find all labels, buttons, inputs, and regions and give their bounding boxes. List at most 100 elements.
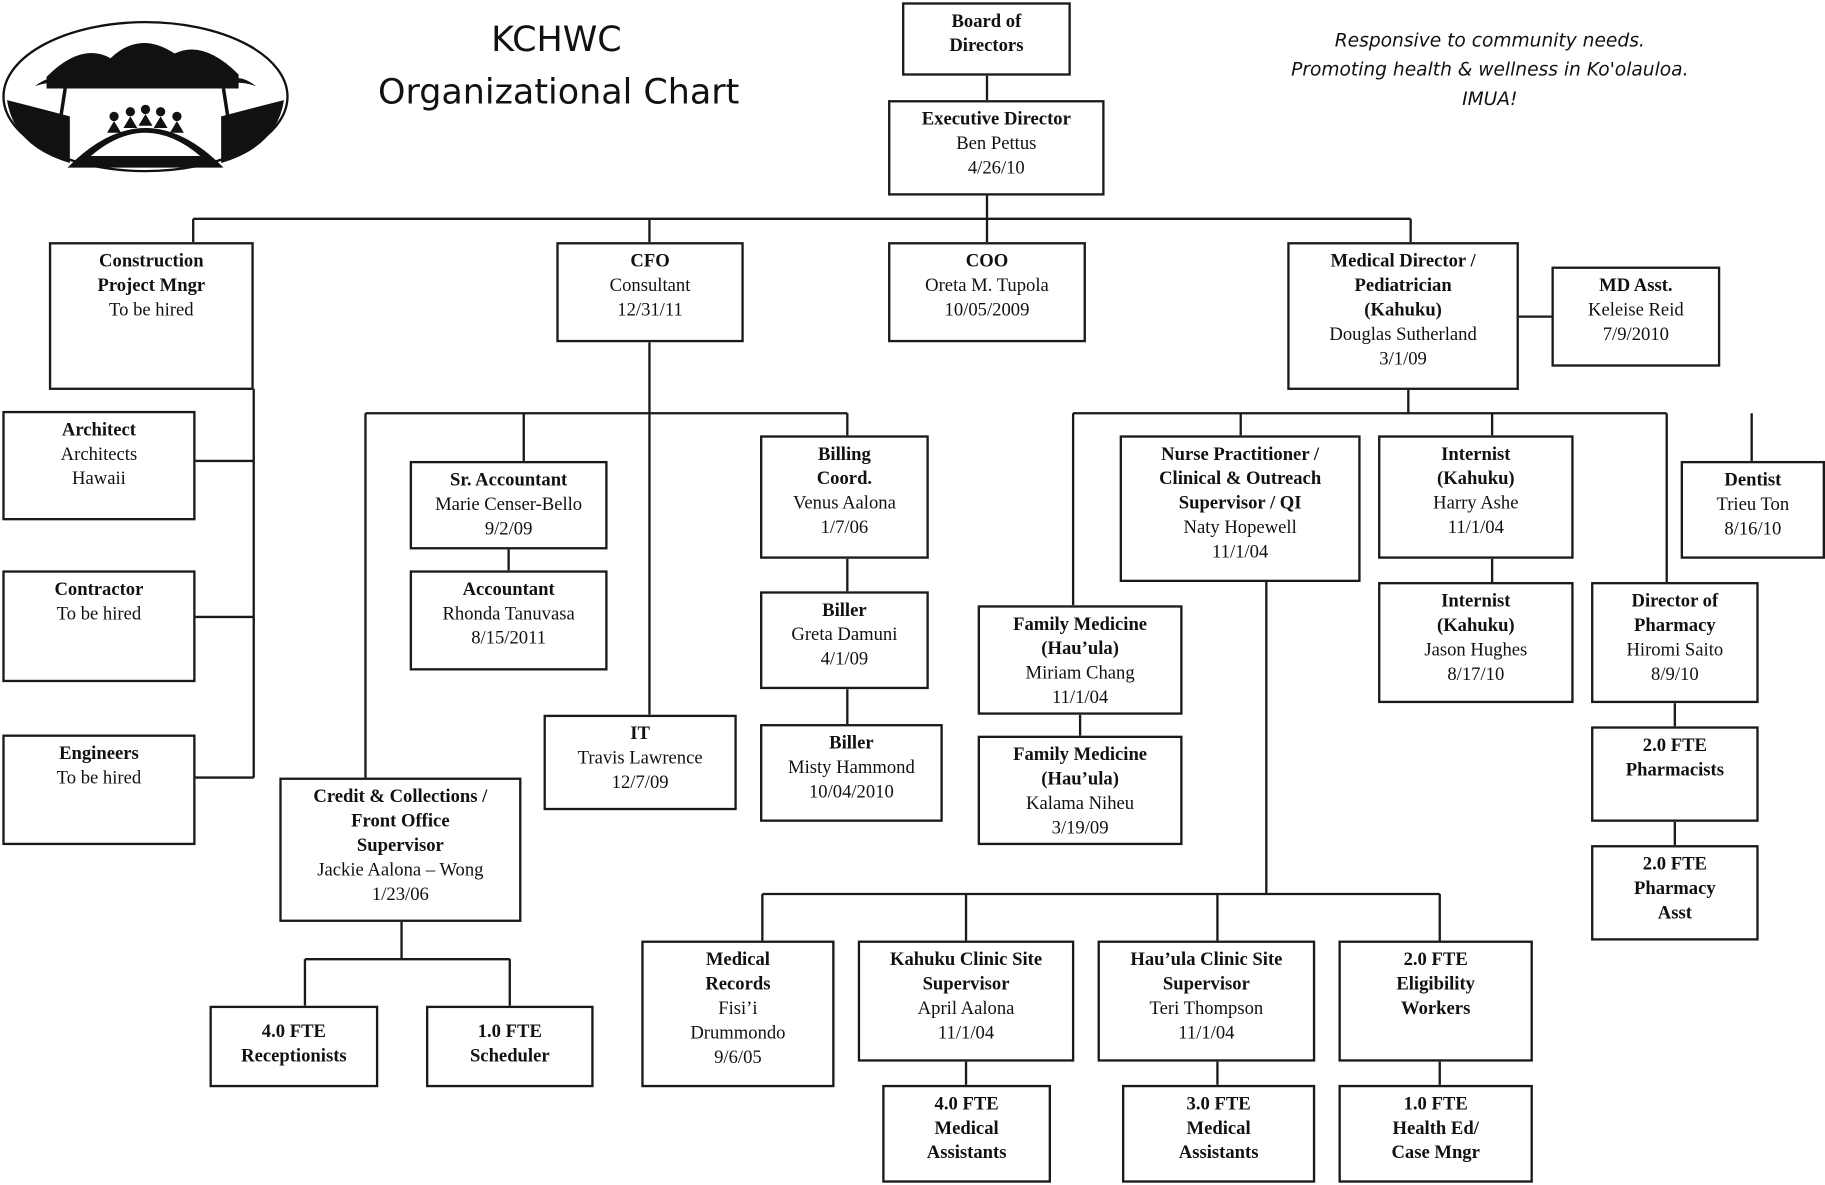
box-detail-line: Harry Ashe — [1433, 493, 1519, 514]
box-title-line: Medical Director / — [1330, 251, 1476, 272]
box-title-line: Supervisor — [922, 974, 1010, 995]
box-title-line: MD Asst. — [1599, 275, 1673, 296]
box-detail-line: Marie Censer-Bello — [435, 494, 583, 515]
box-detail-line: Travis Lawrence — [577, 748, 703, 769]
box-title-line: Internist — [1441, 444, 1511, 465]
box-title-line: Billing — [818, 444, 871, 465]
box-title-line: Hau’ula Clinic Site — [1130, 949, 1283, 970]
box-title-line: Family Medicine — [1013, 744, 1148, 765]
box-detail-line: Douglas Sutherland — [1329, 324, 1477, 345]
box-internist-harry: Internist (Kahuku) Harry Ashe 11/1/04 — [1378, 435, 1574, 559]
box-detail-line: Rhonda Tanuvasa — [442, 604, 575, 624]
box-title-line: Credit & Collections / — [313, 786, 488, 807]
box-detail-line: Oreta M. Tupola — [925, 275, 1049, 296]
box-title-line: (Kahuku) — [1364, 300, 1442, 321]
box-detail-line: Trieu Ton — [1716, 494, 1790, 515]
box-title-line: (Hau’ula) — [1041, 639, 1119, 659]
box-title-line: Supervisor — [1162, 974, 1250, 995]
box-date: 11/1/04 — [1178, 1023, 1235, 1043]
box-title-line: Pediatrician — [1354, 275, 1452, 296]
box-date: 10/04/2010 — [808, 782, 894, 803]
box-detail-line: Architects — [60, 444, 138, 465]
box-title-line: Family Medicine — [1013, 614, 1148, 635]
box-date: 11/1/04 — [1212, 542, 1269, 563]
box-title-line: Biller — [829, 733, 874, 754]
box-detail-line: Keleise Reid — [1588, 300, 1684, 321]
box-date: 8/15/2011 — [471, 628, 547, 649]
box-title-line: Pharmacy — [1633, 878, 1716, 899]
box-date: 8/9/10 — [1651, 664, 1699, 685]
box-detail-line: Kalama Niheu — [1026, 793, 1135, 814]
box-title-line: Medical — [934, 1118, 999, 1139]
box-title-line: Front Office — [351, 811, 450, 832]
box-date: 11/1/04 — [1447, 518, 1504, 538]
box-detail-line: To be hired — [56, 768, 142, 789]
box-date: 9/2/09 — [484, 519, 533, 539]
box-date: 7/9/2010 — [1602, 324, 1669, 345]
box-date: 8/17/10 — [1447, 664, 1505, 685]
box-title-line: Sr. Accountant — [449, 470, 568, 491]
box-medical-director: Medical Director / Pediatrician (Kahuku) Do… — [1287, 242, 1519, 390]
chart-title-line1: KCHWC — [491, 19, 622, 61]
box-detail-line: Ben Pettus — [956, 133, 1037, 154]
box-title-line: (Hau’ula) — [1041, 769, 1119, 790]
box-title-line: (Kahuku) — [1436, 469, 1515, 489]
box-title-line: (Kahuku) — [1436, 615, 1515, 636]
box-title-line: 4.0 FTE — [934, 1094, 999, 1114]
box-title-line: Pharmacy — [1633, 615, 1716, 636]
box-title-line: Supervisor / QI — [1178, 493, 1302, 514]
box-title-line: Nurse Practitioner / — [1161, 444, 1320, 465]
box-title-line: Coord. — [816, 469, 873, 489]
box-title-line: Biller — [822, 600, 867, 621]
box-title-line: Records — [705, 974, 771, 995]
box-detail-line: Consultant — [609, 275, 691, 296]
box-title-line: Dentist — [1724, 470, 1782, 491]
box-detail-line: Venus Aalona — [792, 493, 896, 514]
box-date: 3/19/09 — [1051, 818, 1109, 839]
box-detail-line: Misty Hammond — [788, 757, 915, 778]
box-detail-line: Jason Hughes — [1424, 640, 1528, 661]
box-title-line: Asst — [1657, 903, 1692, 924]
box-title-line: Kahuku Clinic Site — [889, 949, 1043, 970]
box-title-line: Accountant — [462, 579, 555, 600]
kchwc-logo-icon — [2, 20, 289, 173]
box-detail-line: Fisi’i — [718, 998, 758, 1019]
box-detail-line: Drummondo — [690, 1023, 786, 1043]
box-title-line: Assistants — [926, 1143, 1007, 1163]
box-title-line: Health Ed/ — [1392, 1118, 1479, 1139]
box-title-line: 2.0 FTE — [1403, 949, 1468, 970]
box-title-line: Directors — [949, 36, 1024, 56]
box-title-line: Architect — [61, 420, 136, 441]
box-title-line: Director of — [1631, 591, 1719, 612]
box-date: 12/7/09 — [611, 772, 669, 793]
box-detail-line: April Aalona — [917, 998, 1015, 1019]
box-title-line: 1.0 FTE — [477, 1022, 542, 1042]
box-date: 1/23/06 — [371, 884, 429, 905]
box-detail-line: To be hired — [109, 300, 194, 321]
